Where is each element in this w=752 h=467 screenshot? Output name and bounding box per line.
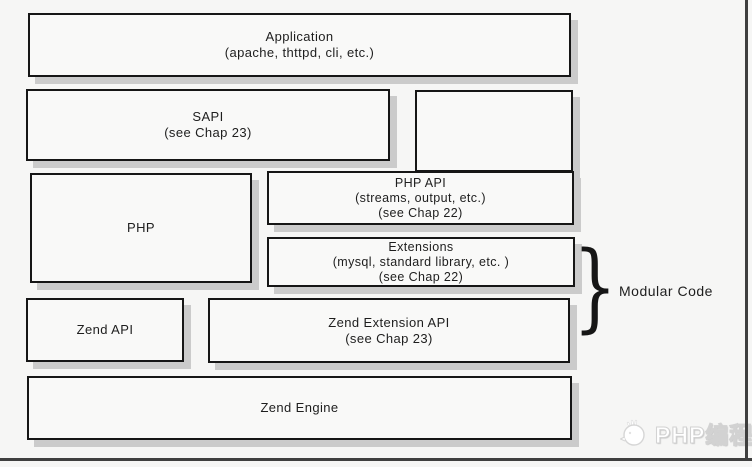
extensions-subtitle: (mysql, standard library, etc. )	[332, 254, 510, 269]
extensions-title: Extensions	[388, 239, 454, 254]
zend-extension-api-title: Zend Extension API	[328, 314, 450, 330]
modular-code-brace: }	[573, 231, 617, 343]
php-api-title: PHP API	[394, 175, 447, 190]
sapi-title: SAPI	[192, 109, 224, 124]
frame-bottom-edge	[0, 458, 752, 461]
unlabeled-box	[415, 90, 573, 172]
sapi-subtitle: (see Chap 23)	[164, 125, 252, 140]
extensions-box: Extensions (mysql, standard library, etc…	[267, 237, 575, 287]
zend-api-title: Zend API	[76, 322, 134, 337]
frame-right-edge	[745, 0, 748, 461]
application-box: Application (apache, thttpd, cli, etc.)	[28, 13, 571, 77]
php-title: PHP	[127, 220, 155, 235]
watermark-text: PHP编程	[654, 422, 752, 449]
php-api-box: PHP API (streams, output, etc.) (see Cha…	[267, 171, 574, 225]
php-box: PHP	[30, 173, 252, 283]
watermark: PHP编程	[618, 416, 752, 450]
php-api-note: (see Chap 22)	[378, 205, 463, 220]
zend-api-box: Zend API	[26, 298, 184, 362]
zend-engine-box: Zend Engine	[27, 376, 572, 440]
sapi-box: SAPI (see Chap 23)	[26, 89, 390, 161]
modular-code-label: Modular Code	[619, 283, 713, 299]
zend-extension-api-subtitle: (see Chap 23)	[345, 330, 433, 346]
extensions-note: (see Chap 22)	[378, 269, 464, 284]
php-api-subtitle: (streams, output, etc.)	[355, 190, 486, 205]
zend-engine-title: Zend Engine	[260, 400, 339, 415]
rooster-logo-icon	[619, 419, 645, 446]
zend-extension-api-box: Zend Extension API (see Chap 23)	[208, 298, 570, 363]
application-subtitle: (apache, thttpd, cli, etc.)	[224, 45, 375, 60]
application-title: Application	[265, 29, 334, 44]
